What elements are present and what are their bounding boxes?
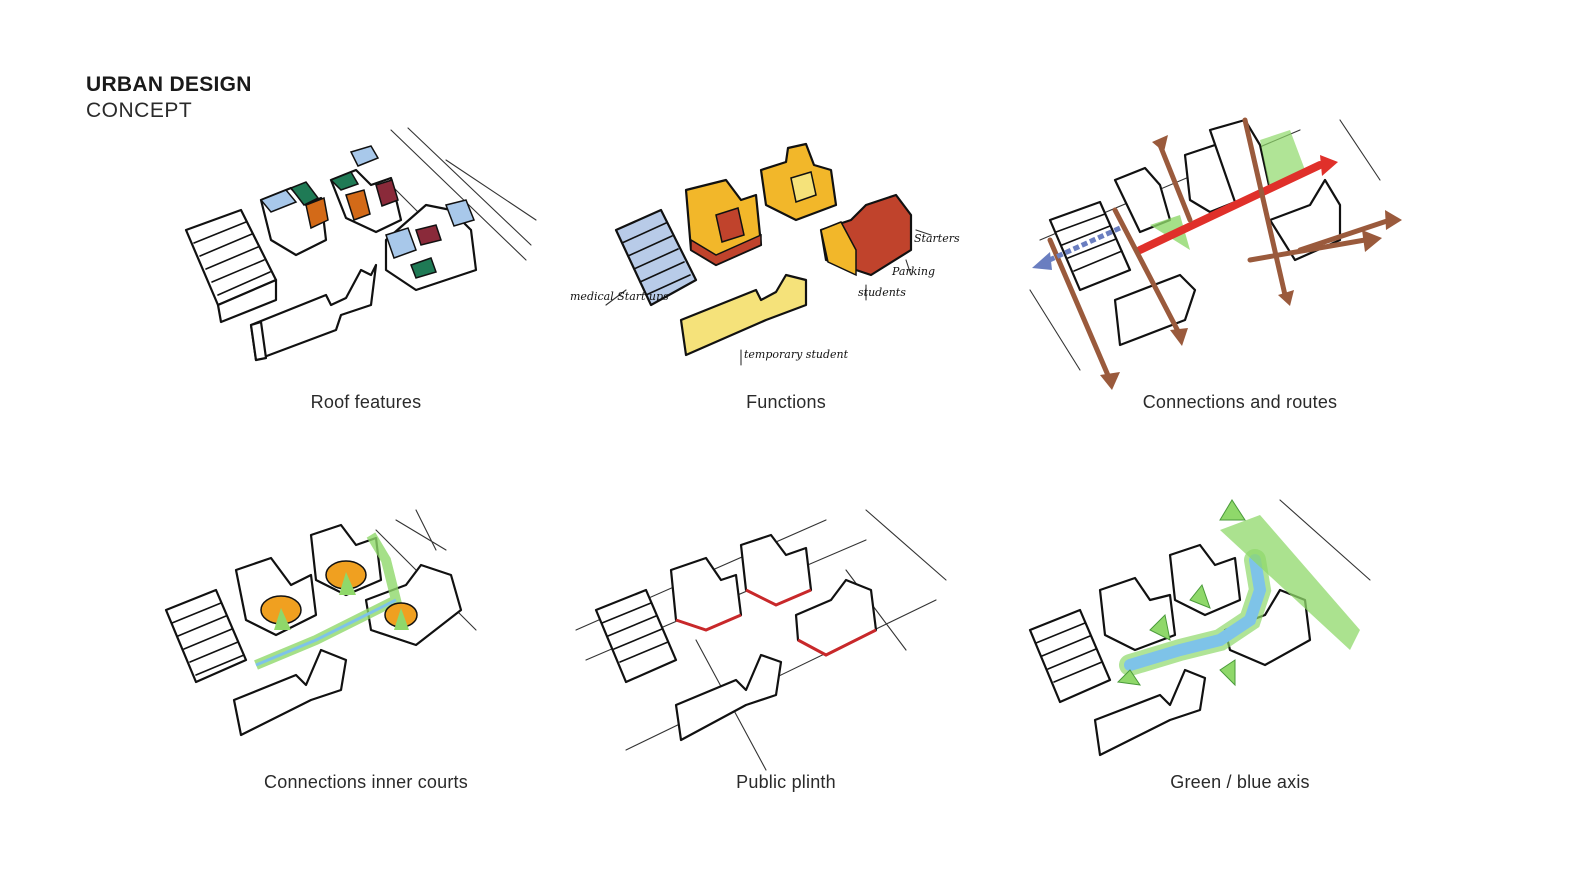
annotation-temporary-student: temporary student xyxy=(744,348,849,361)
panel-roof-features: Roof features xyxy=(146,110,586,440)
inner-courts-sketch-icon xyxy=(164,509,477,737)
caption-green-blue-axis: Green / blue axis xyxy=(1170,772,1310,792)
connections-routes-sketch-icon xyxy=(1029,117,1402,390)
panel-inner-courts: Connections inner courts xyxy=(146,490,586,820)
panel-connections-routes: Connections and routes xyxy=(1020,110,1460,440)
roof-features-sketch-icon xyxy=(184,127,537,362)
panel-functions: medical Start ups Starters Parking stude… xyxy=(566,110,1006,440)
panel-green-blue-axis: Green / blue axis xyxy=(1020,490,1460,820)
annotation-students: students xyxy=(858,286,906,299)
caption-public-plinth: Public plinth xyxy=(736,772,836,792)
page-subtitle: CONCEPT xyxy=(86,99,193,122)
caption-connections-routes: Connections and routes xyxy=(1142,392,1338,412)
panel-public-plinth: Public plinth xyxy=(566,490,1006,820)
title-block: URBAN DESIGN CONCEPT xyxy=(86,72,252,124)
caption-roof-features: Roof features xyxy=(310,392,422,412)
functions-sketch-icon: medical Start ups Starters Parking stude… xyxy=(570,142,960,366)
green-blue-axis-sketch-icon xyxy=(1028,499,1371,757)
annotation-parking: Parking xyxy=(891,265,935,278)
page-title: URBAN DESIGN xyxy=(86,73,252,96)
public-plinth-sketch-icon xyxy=(575,509,947,771)
annotation-medical-start-ups: medical Start ups xyxy=(570,290,669,303)
caption-functions: Functions xyxy=(746,392,826,412)
annotation-starters: Starters xyxy=(914,232,960,245)
caption-inner-courts: Connections inner courts xyxy=(264,772,468,792)
